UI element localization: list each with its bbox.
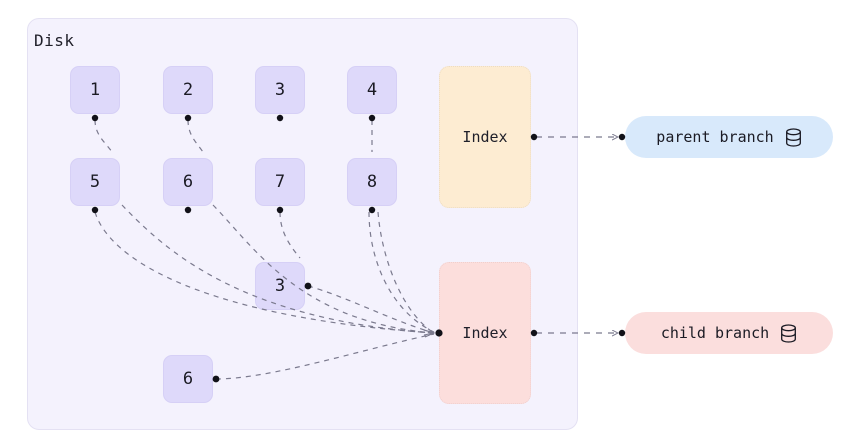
child-branch-label: child branch <box>660 324 770 342</box>
disk-node-8[interactable]: 8 <box>347 158 397 206</box>
disk-node-6[interactable]: 6 <box>163 158 213 206</box>
disk-node-3[interactable]: 3 <box>255 66 305 114</box>
index-box-parent[interactable]: Index <box>439 66 531 208</box>
disk-label: Disk <box>34 31 75 50</box>
child-branch-pill[interactable]: child branch <box>625 312 833 354</box>
disk-node-4[interactable]: 4 <box>347 66 397 114</box>
disk-node-lower-6[interactable]: 6 <box>163 355 213 403</box>
index-box-child[interactable]: Index <box>439 262 531 404</box>
database-icon <box>785 127 802 147</box>
disk-node-2[interactable]: 2 <box>163 66 213 114</box>
disk-node-mid-3[interactable]: 3 <box>255 262 305 310</box>
disk-node-1[interactable]: 1 <box>70 66 120 114</box>
parent-branch-label: parent branch <box>656 128 774 146</box>
disk-node-5[interactable]: 5 <box>70 158 120 206</box>
disk-node-7[interactable]: 7 <box>255 158 305 206</box>
parent-branch-pill[interactable]: parent branch <box>625 116 833 158</box>
database-icon <box>780 323 797 343</box>
